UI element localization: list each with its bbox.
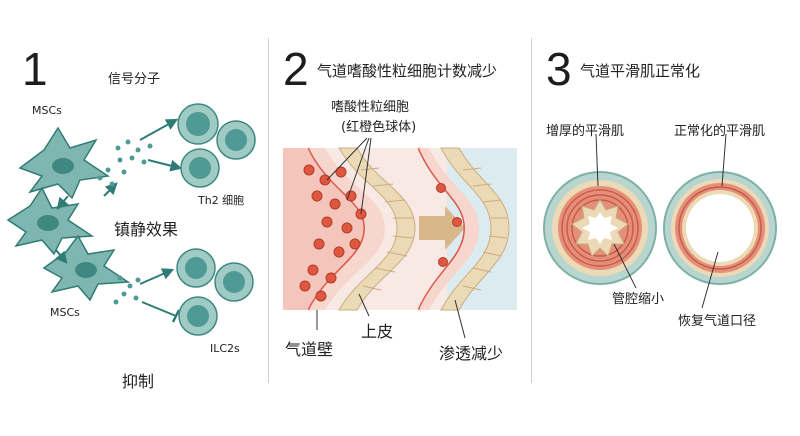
signal-molecule-label: 信号分子 <box>108 72 161 87</box>
normalized-airway <box>663 171 777 285</box>
lumen-narrowing-label: 管腔缩小 <box>612 292 665 307</box>
msc-cell-middle <box>6 186 95 256</box>
restore-caliber-label: 恢复气道口径 <box>678 314 757 329</box>
eosinophil-label: 嗜酸性粒细胞 <box>331 100 410 115</box>
msc-cell-bottom <box>42 234 131 302</box>
mscs-top-label: MSCs <box>32 104 62 117</box>
ilc2-cell-label: ILC2s <box>210 342 240 355</box>
panel-2-number: 2 <box>283 43 309 95</box>
epithelium-right <box>440 147 510 311</box>
msc-cell-top <box>18 126 111 200</box>
eosinophil-sublabel: (红橙色球体) <box>341 120 417 135</box>
thickened-airway <box>543 171 657 285</box>
panel-3-number: 3 <box>546 43 572 95</box>
mscs-bottom-label: MSCs <box>50 306 80 319</box>
panel-eosinophil-reduction: 2 气道嗜酸性粒细胞计数减少 <box>269 0 531 436</box>
transition-arrow <box>419 206 465 250</box>
thickened-muscle-label: 增厚的平滑肌 <box>546 124 625 139</box>
divider-left <box>268 38 269 383</box>
panel-2-title: 气道嗜酸性粒细胞计数减少 <box>317 62 498 80</box>
airway-cross-sections <box>543 133 777 309</box>
panel-1-illustration <box>6 103 256 336</box>
airway-wall-illustration <box>283 137 517 339</box>
panel-mscs-signaling: 1 <box>0 0 268 436</box>
ilc2-cell-cluster <box>176 248 254 336</box>
epithelium-label: 上皮 <box>361 322 394 341</box>
signal-molecules-bottom <box>113 275 141 305</box>
panel-1-number: 1 <box>22 43 48 95</box>
normalized-muscle-label: 正常化的平滑肌 <box>674 124 766 139</box>
inhibit-label: 抑制 <box>122 372 155 391</box>
calming-effect-label: 镇静效果 <box>114 220 179 239</box>
signal-molecules-top <box>97 139 153 187</box>
panel-3-title: 气道平滑肌正常化 <box>580 62 701 80</box>
infiltration-reduced-label: 渗透减少 <box>439 344 504 363</box>
panel-smooth-muscle: 3 气道平滑肌正常化 增厚的平 <box>532 0 800 436</box>
divider-right <box>531 38 532 383</box>
eosinophils-right <box>436 183 462 267</box>
th2-cell-label: Th2 细胞 <box>198 194 245 207</box>
th2-cell-cluster <box>177 103 256 188</box>
epithelium-left <box>338 147 416 311</box>
airway-wall-label: 气道壁 <box>285 340 334 359</box>
